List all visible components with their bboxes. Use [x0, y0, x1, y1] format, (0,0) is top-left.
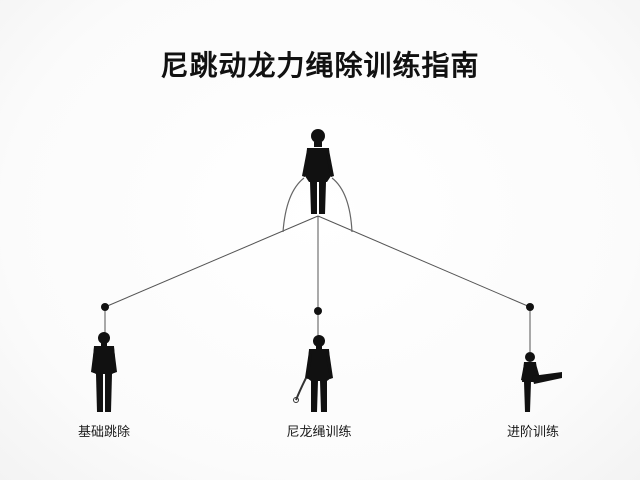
node-label-advanced: 进阶训练 [506, 425, 559, 440]
jumper-figure-top [282, 129, 353, 233]
node-dot-right [526, 303, 534, 311]
kicking-figure-icon [521, 352, 562, 412]
node-dot-center [314, 307, 322, 315]
node-label-basic: 基础跳除 [77, 425, 130, 440]
diagram-title: 尼跳动龙力绳除训练指南 [160, 49, 480, 82]
rope-figure-icon [293, 335, 333, 412]
connectors [104, 215, 531, 352]
standing-figure-icon [91, 332, 117, 412]
rope-right-icon [331, 177, 353, 233]
node-dot-left [101, 303, 109, 311]
node-label-nylon-rope: 尼龙绳训练 [286, 425, 352, 440]
rope-left-icon [282, 177, 305, 233]
connector-left [104, 215, 319, 308]
connector-right [317, 215, 531, 308]
